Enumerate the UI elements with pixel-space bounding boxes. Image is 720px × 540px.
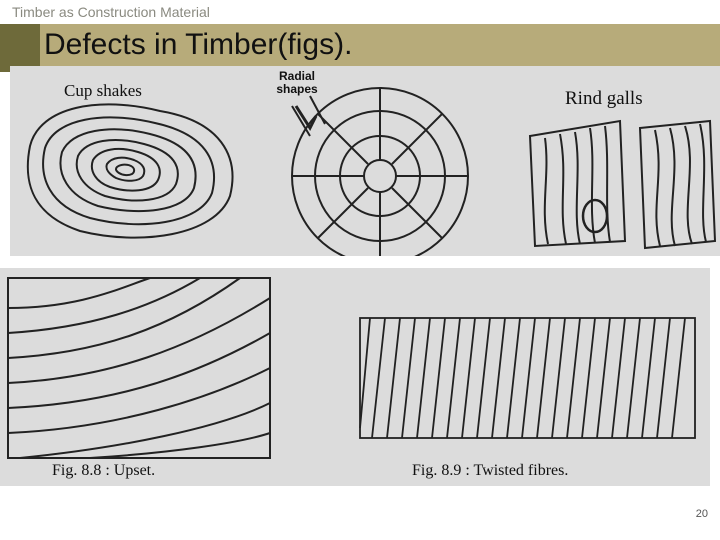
slide-title: Defects in Timber(figs). bbox=[44, 28, 353, 61]
figure-bottom-scan bbox=[0, 268, 710, 486]
figure-top-scan bbox=[10, 66, 720, 256]
twisted-fibres-drawing bbox=[359, 317, 696, 439]
radial-shapes-label: Radial shapes bbox=[276, 69, 318, 96]
twisted-fibres-caption: Fig. 8.9 : Twisted fibres. bbox=[412, 462, 569, 479]
cup-shakes-label: Cup shakes bbox=[64, 81, 142, 100]
figure-top-drawing bbox=[26, 87, 717, 256]
header-title: Timber as Construction Material bbox=[12, 4, 210, 20]
upset-caption: Fig. 8.8 : Upset. bbox=[52, 462, 156, 479]
cup-shakes-drawing bbox=[26, 103, 234, 239]
page-number: 20 bbox=[695, 508, 708, 520]
title-bar bbox=[0, 24, 720, 72]
rind-galls-label: Rind galls bbox=[565, 88, 643, 109]
figure-bottom-drawing bbox=[7, 277, 696, 459]
header-strip: Timber as Construction Material bbox=[0, 0, 720, 24]
upset-drawing bbox=[7, 277, 271, 459]
radial-shakes-drawing bbox=[291, 87, 469, 256]
title-accent bbox=[0, 24, 40, 72]
rind-galls-drawing bbox=[528, 119, 717, 250]
